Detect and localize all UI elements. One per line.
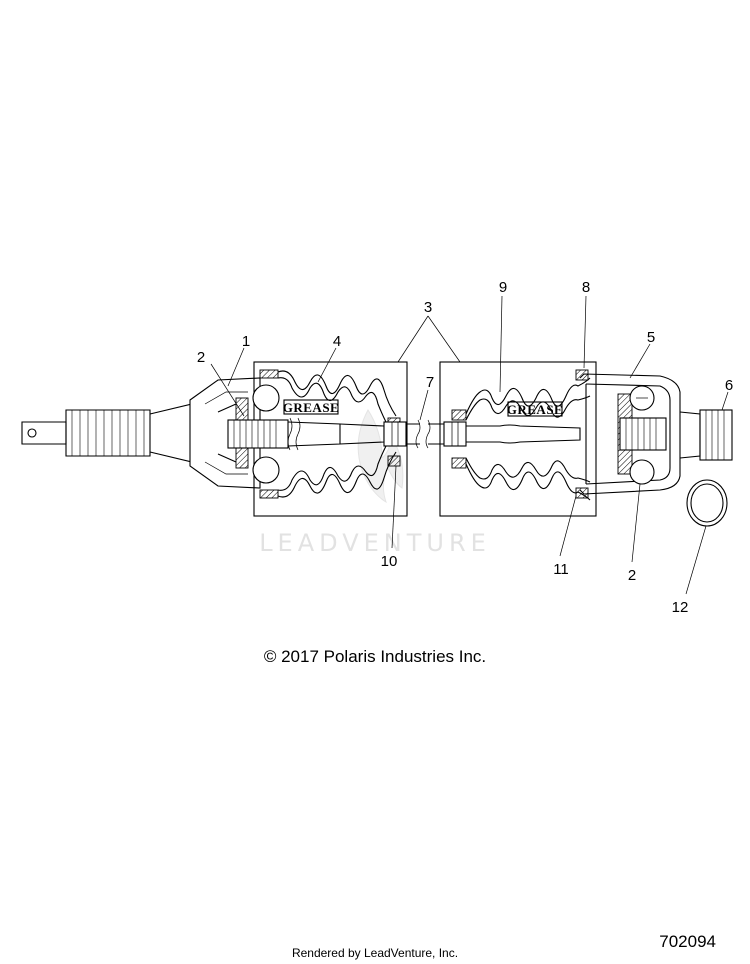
callout-1: 1 xyxy=(242,333,250,350)
callout-12: 12 xyxy=(672,599,689,616)
left-cv-ball-bottom xyxy=(252,456,280,484)
callout-10: 10 xyxy=(381,553,398,570)
watermark: LEADVENTURE xyxy=(259,409,491,557)
left-boot-clamp-bottom xyxy=(387,455,401,467)
rendered-by-footer: Rendered by LeadVenture, Inc. xyxy=(291,946,459,960)
callout-3: 3 xyxy=(424,299,432,316)
callout-9: 9 xyxy=(499,279,507,296)
left-shaft-splines xyxy=(71,410,145,456)
callout-2-left: 2 xyxy=(197,349,205,366)
grease-text-left: GREASE xyxy=(283,400,339,415)
center-shaft xyxy=(287,417,444,451)
copyright-notice: © 2017 Polaris Industries Inc. xyxy=(263,647,487,666)
callout-4: 4 xyxy=(333,333,341,350)
callout-5: 5 xyxy=(647,329,655,346)
right-cv-housing xyxy=(579,373,681,495)
right-boot-clamp-large-top xyxy=(575,369,589,381)
left-snap-ring-groove xyxy=(383,421,407,447)
grease-text-right: GREASE xyxy=(507,402,563,417)
left-stub-shaft xyxy=(21,403,193,463)
leader-lines xyxy=(210,295,729,595)
right-cv-ball-bottom xyxy=(629,459,655,485)
callout-6: 6 xyxy=(725,377,733,394)
right-boot-clamp-large-bottom xyxy=(575,487,589,499)
callouts: 1 2 3 4 5 6 7 8 9 10 11 2 12 xyxy=(197,279,733,616)
retaining-ring xyxy=(686,479,728,527)
right-shaft-section xyxy=(443,421,581,447)
callout-7: 7 xyxy=(426,374,434,391)
right-boot-kit-box xyxy=(439,361,597,517)
right-stub-shaft xyxy=(679,409,733,461)
right-cv-boot xyxy=(451,369,591,501)
diagram-part-number: 702094 xyxy=(659,932,716,951)
callout-2-right: 2 xyxy=(628,567,636,584)
callout-8: 8 xyxy=(582,279,590,296)
grease-label-right: GREASE xyxy=(507,401,563,417)
right-boot-clamp-bottom xyxy=(451,457,467,469)
left-cv-bearing xyxy=(227,369,289,499)
left-cv-housing xyxy=(189,377,261,489)
right-boot-clamp-top xyxy=(451,409,467,421)
callout-11: 11 xyxy=(553,561,569,578)
watermark-text: LEADVENTURE xyxy=(259,529,491,557)
grease-label-left: GREASE xyxy=(283,399,339,415)
left-cv-ball-top xyxy=(252,384,280,412)
